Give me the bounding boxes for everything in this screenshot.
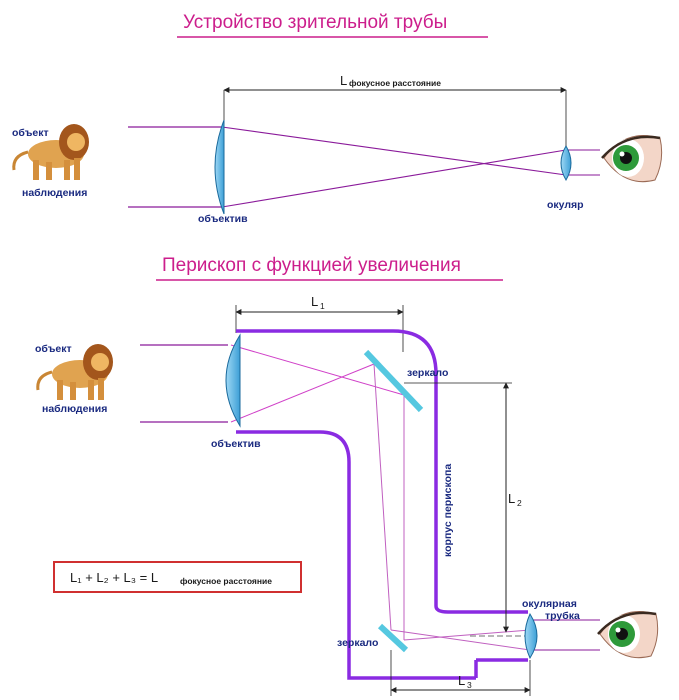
periscope-ray-b2: [373, 363, 392, 631]
periscope-L3-label: L: [458, 673, 465, 688]
periscope-mirror-bottom-label: зеркало: [337, 637, 378, 649]
periscope-object-label: объект: [35, 343, 72, 355]
periscope-mirror-bottom: [377, 623, 409, 653]
periscope-objective-label: объектив: [211, 438, 261, 450]
periscope-ray-a3: [403, 629, 531, 641]
periscope-ray-b3: [390, 629, 531, 651]
telescope-eyepiece-lens: [560, 145, 572, 181]
telescope-ray-cross-2: [221, 149, 567, 208]
periscope-ray-b1: [230, 363, 375, 423]
periscope-body-label: корпус перископа: [442, 464, 454, 557]
lion-icon: [36, 344, 113, 400]
periscope-L1-label: L: [311, 294, 318, 309]
periscope-L3-sub: 3: [467, 680, 472, 690]
periscope-eyepiece-lens: [524, 612, 538, 660]
telescope-object-label-2: наблюдения: [22, 187, 87, 199]
telescope-focal-L: L: [340, 73, 347, 88]
formula-text: L₁ + L₂ + L₃ = L: [70, 570, 158, 585]
periscope-object-label-2: наблюдения: [42, 403, 107, 415]
telescope-eyepiece-label: окуляр: [547, 199, 584, 211]
eyepiece-tube-label: окулярная: [522, 598, 577, 610]
lion-icon: [12, 124, 89, 180]
periscope-L1-sub: 1: [320, 301, 325, 311]
telescope-ray-cross-1: [221, 126, 567, 176]
telescope-objective-label: объектив: [198, 213, 248, 225]
eye-icon: [597, 611, 659, 659]
periscope-ray-a1: [230, 344, 405, 396]
telescope-focal-sub: фокусное расстояние: [349, 78, 441, 88]
telescope-objective-lens: [214, 119, 225, 215]
periscope-body-outer: [236, 329, 476, 614]
formula-box: [53, 561, 302, 593]
periscope-objective-lens: [225, 333, 241, 428]
telescope-title: Устройство зрительной трубы: [183, 12, 447, 33]
formula-sub: фокусное расстояние: [180, 576, 272, 586]
periscope-L2-label: L: [508, 491, 515, 506]
periscope-L2-sub: 2: [517, 498, 522, 508]
periscope-title: Перископ с функцией увеличения: [162, 255, 461, 276]
periscope-mirror-top-label: зеркало: [407, 367, 448, 379]
telescope-object-label: объект: [12, 127, 49, 139]
periscope-mirror-top: [363, 349, 424, 413]
eye-icon: [601, 135, 663, 183]
eyepiece-tube-label-2: трубка: [545, 610, 580, 622]
periscope-body-inner: [236, 430, 476, 680]
